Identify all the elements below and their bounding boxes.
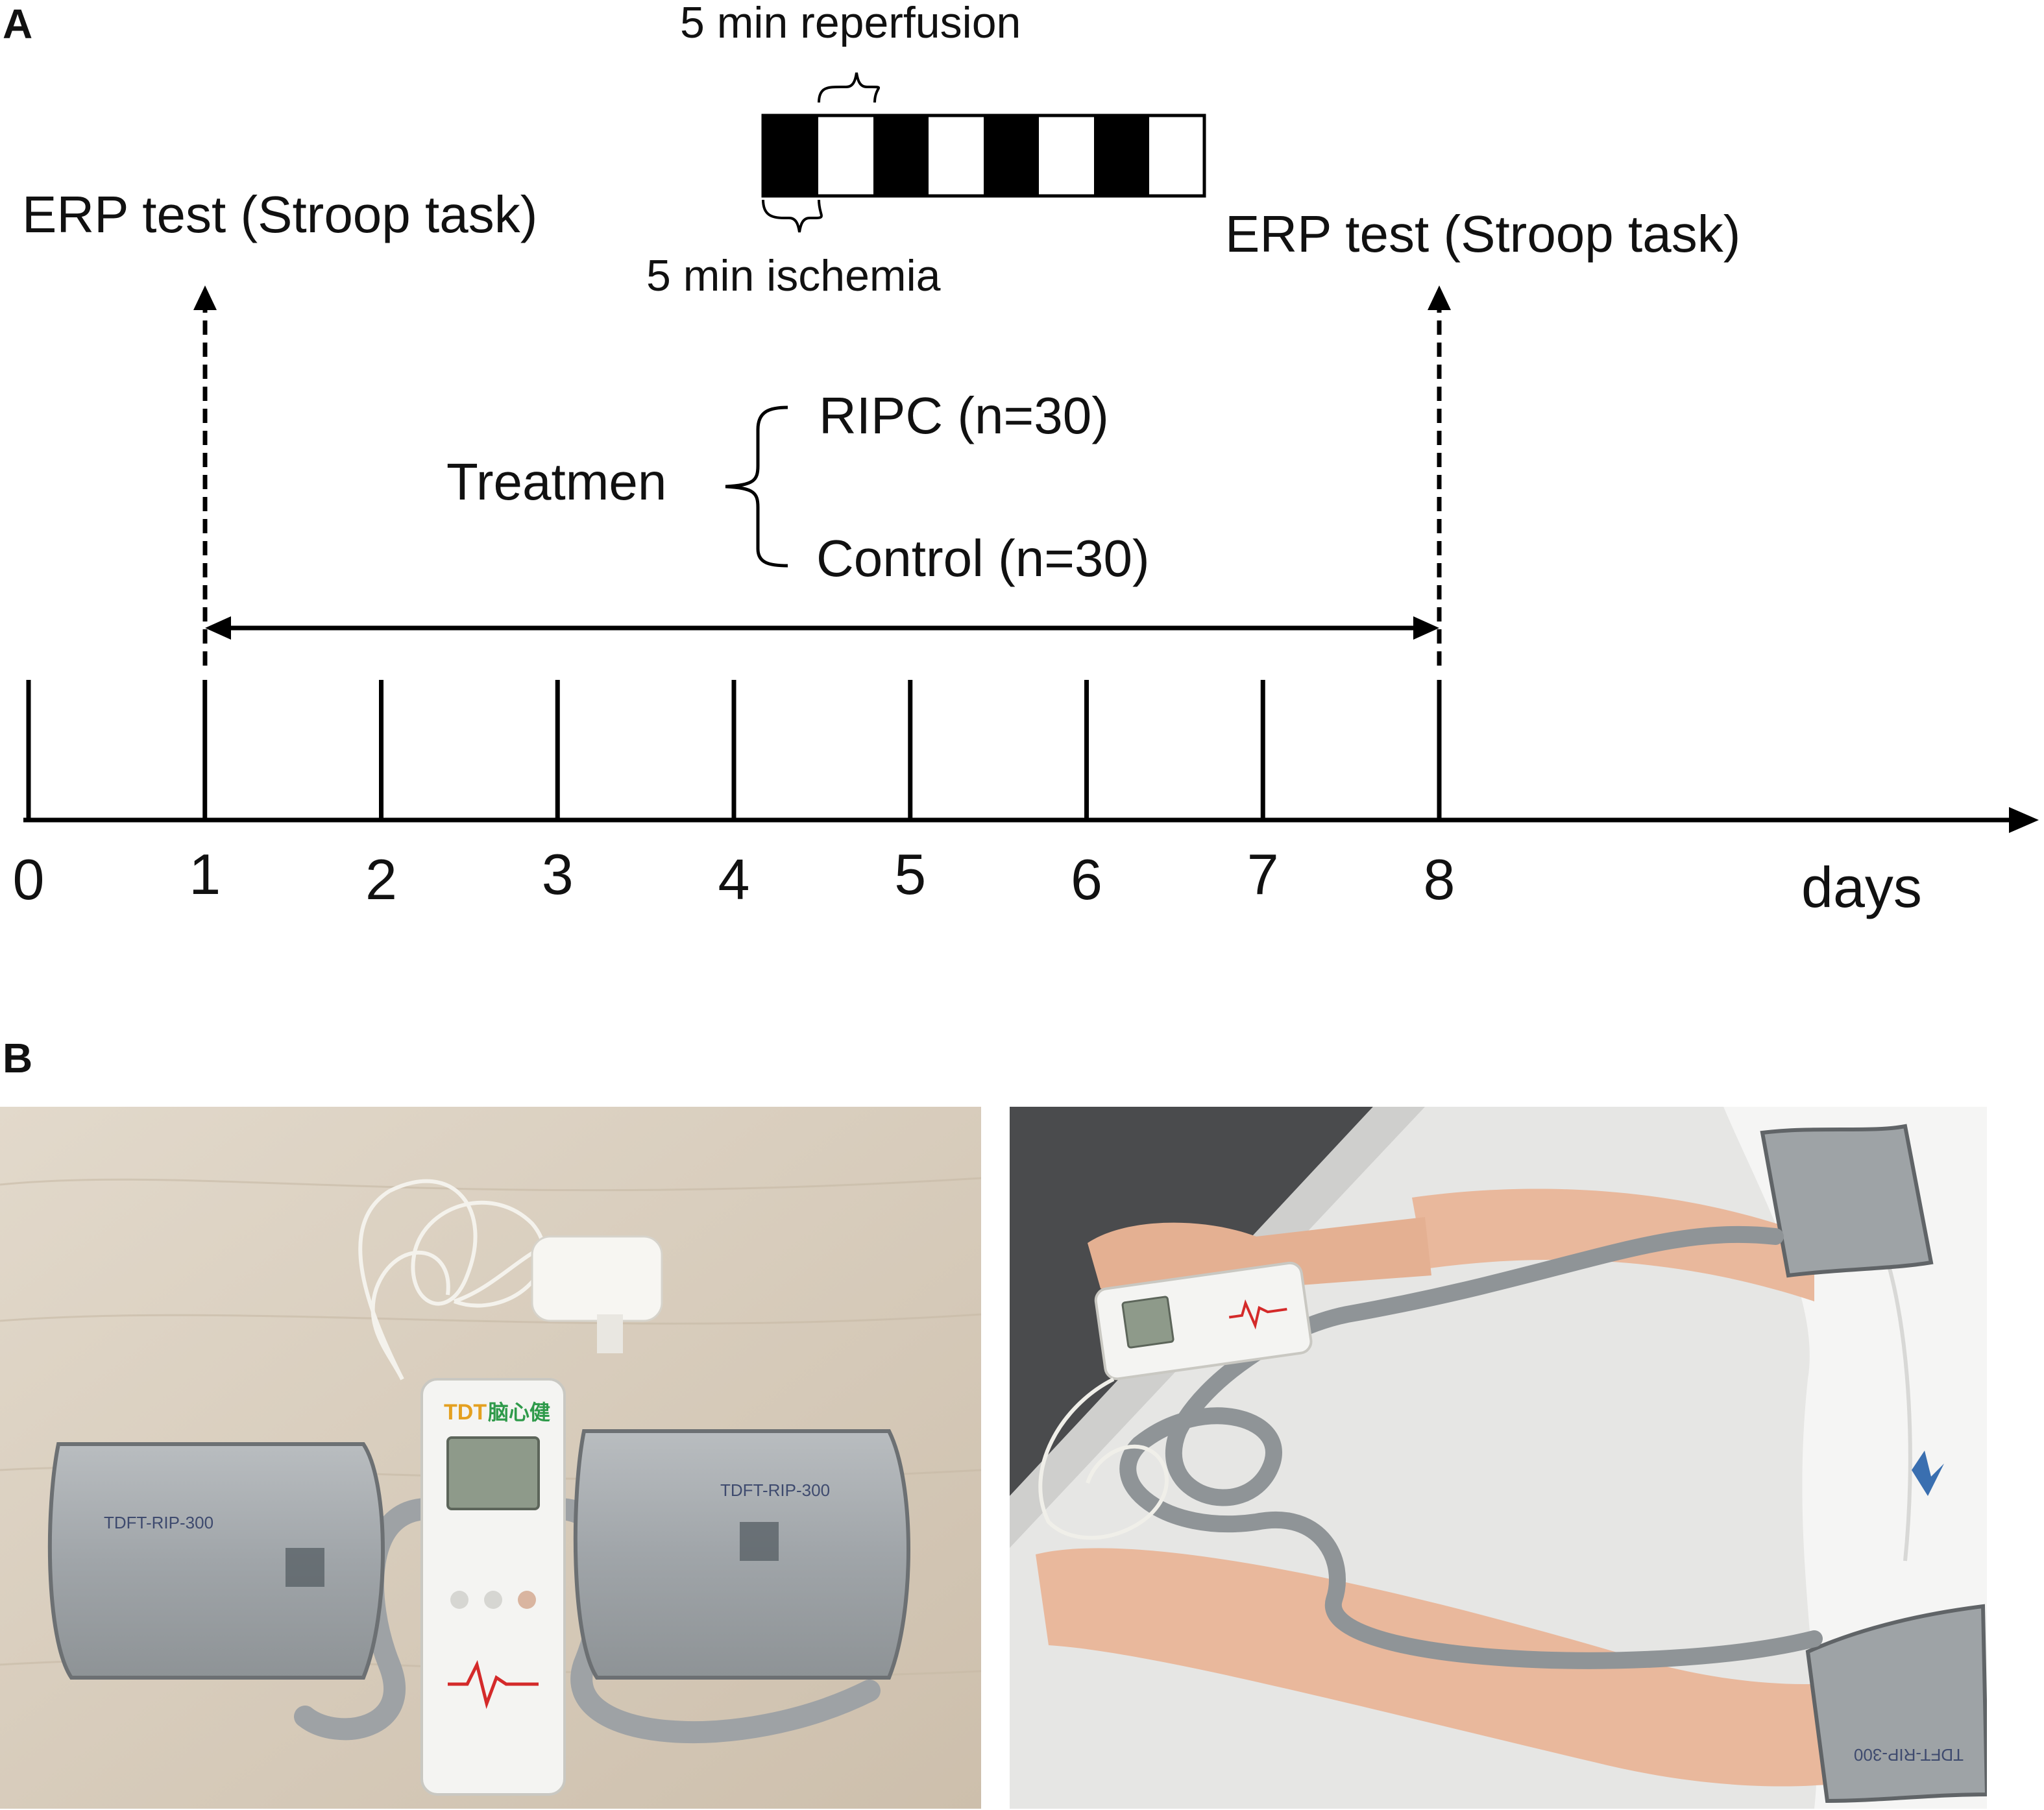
- left-cuff: TDFT-RIP-300: [47, 1442, 385, 1680]
- days-label: days: [1801, 855, 1922, 919]
- day-tick-label-8: 8: [1424, 847, 1455, 911]
- protocol-block-ischemia: [1094, 115, 1149, 196]
- treatment-brace: [725, 405, 788, 568]
- erp-arrowhead-start: [193, 285, 217, 310]
- protocol-block-reperfusion: [1149, 115, 1204, 196]
- day-tick-label-1: 1: [189, 842, 221, 906]
- device-screen: [446, 1436, 540, 1510]
- lower-cuff: TDFT-RIP-300: [1805, 1604, 1987, 1804]
- right-cuff: TDFT-RIP-300: [573, 1429, 910, 1680]
- left-cuff-tube: [294, 1498, 439, 1741]
- right-cuff-model: TDFT-RIP-300: [720, 1480, 830, 1500]
- upper-hand: [1088, 1217, 1431, 1298]
- protocol-block-reperfusion: [1039, 115, 1094, 196]
- ripc-device: TDT 脑心健: [420, 1378, 566, 1796]
- day-axis-arrowhead: [2009, 807, 2039, 833]
- device-in-use-photo: TDFT-RIP-300: [1010, 1107, 1987, 1809]
- reperfusion-label: 5 min reperfusion: [680, 0, 1021, 47]
- treatment-label: Treatmen: [446, 453, 666, 511]
- cuff-tube: [1119, 1225, 1823, 1669]
- adapter-plug: [597, 1314, 623, 1353]
- shirt-logo: [1912, 1451, 1944, 1496]
- protocol-block-ischemia: [984, 115, 1039, 196]
- panel-b-label: B: [3, 1035, 33, 1081]
- ischemia-brace: [762, 199, 823, 233]
- lower-cuff-model: TDFT-RIP-300: [1854, 1745, 1964, 1765]
- timeline-diagram: 5 min reperfusion 5 min ischemia ERP tes…: [13, 0, 2039, 919]
- forearm: [1036, 1548, 1931, 1787]
- ischemia-label: 5 min ischemia: [646, 251, 941, 300]
- device-photo: TDFT-RIP-300 TDFT-RIP-300 TDT 脑心健: [0, 1107, 981, 1809]
- heartbeat-logo: [448, 1659, 539, 1709]
- device-brand: TDT: [444, 1400, 487, 1425]
- period-arrowhead-right: [1413, 616, 1439, 640]
- protocol-block-ischemia: [873, 115, 929, 196]
- left-cuff-model: TDFT-RIP-300: [104, 1513, 213, 1532]
- period-arrowhead-left: [205, 616, 231, 640]
- day-tick-label-7: 7: [1247, 842, 1279, 906]
- day-tick-label-5: 5: [894, 842, 926, 906]
- power-cable-right: [1038, 1377, 1169, 1540]
- reperfusion-brace: [818, 72, 881, 103]
- protocol-block-ischemia: [763, 115, 818, 196]
- ripc-device-in-use: [1094, 1261, 1313, 1381]
- panel-a-label: A: [3, 1, 33, 47]
- protocol-block-reperfusion: [929, 115, 984, 196]
- protocol-bar-frame: [761, 114, 1206, 198]
- protocol-block-reperfusion: [818, 115, 873, 196]
- device-button-1: [450, 1591, 468, 1609]
- device-screen-small: [1121, 1296, 1174, 1349]
- day-ticks: 0 1 2 3 4 5 6 7 8: [13, 680, 1455, 911]
- device-button-3: [518, 1591, 536, 1609]
- device-button-2: [484, 1591, 502, 1609]
- group-ripc-label: RIPC (n=30): [819, 387, 1109, 444]
- day-tick-label-4: 4: [718, 847, 750, 911]
- power-adapter: [531, 1235, 663, 1322]
- upper-cuff: [1760, 1124, 1934, 1278]
- erp-test-label-start: ERP test (Stroop task): [22, 186, 537, 243]
- day-tick-label-6: 6: [1071, 847, 1102, 911]
- erp-arrowhead-end: [1428, 285, 1451, 310]
- group-control-label: Control (n=30): [816, 529, 1150, 587]
- day-tick-label-2: 2: [365, 847, 397, 911]
- erp-test-label-end: ERP test (Stroop task): [1225, 205, 1740, 263]
- day-tick-label-3: 3: [542, 842, 574, 906]
- protocol-cycle-bar: [761, 114, 1206, 198]
- heartbeat-logo-small: [1228, 1299, 1287, 1330]
- day-tick-label-0: 0: [13, 847, 45, 911]
- device-cn-name: 脑心健: [488, 1400, 550, 1425]
